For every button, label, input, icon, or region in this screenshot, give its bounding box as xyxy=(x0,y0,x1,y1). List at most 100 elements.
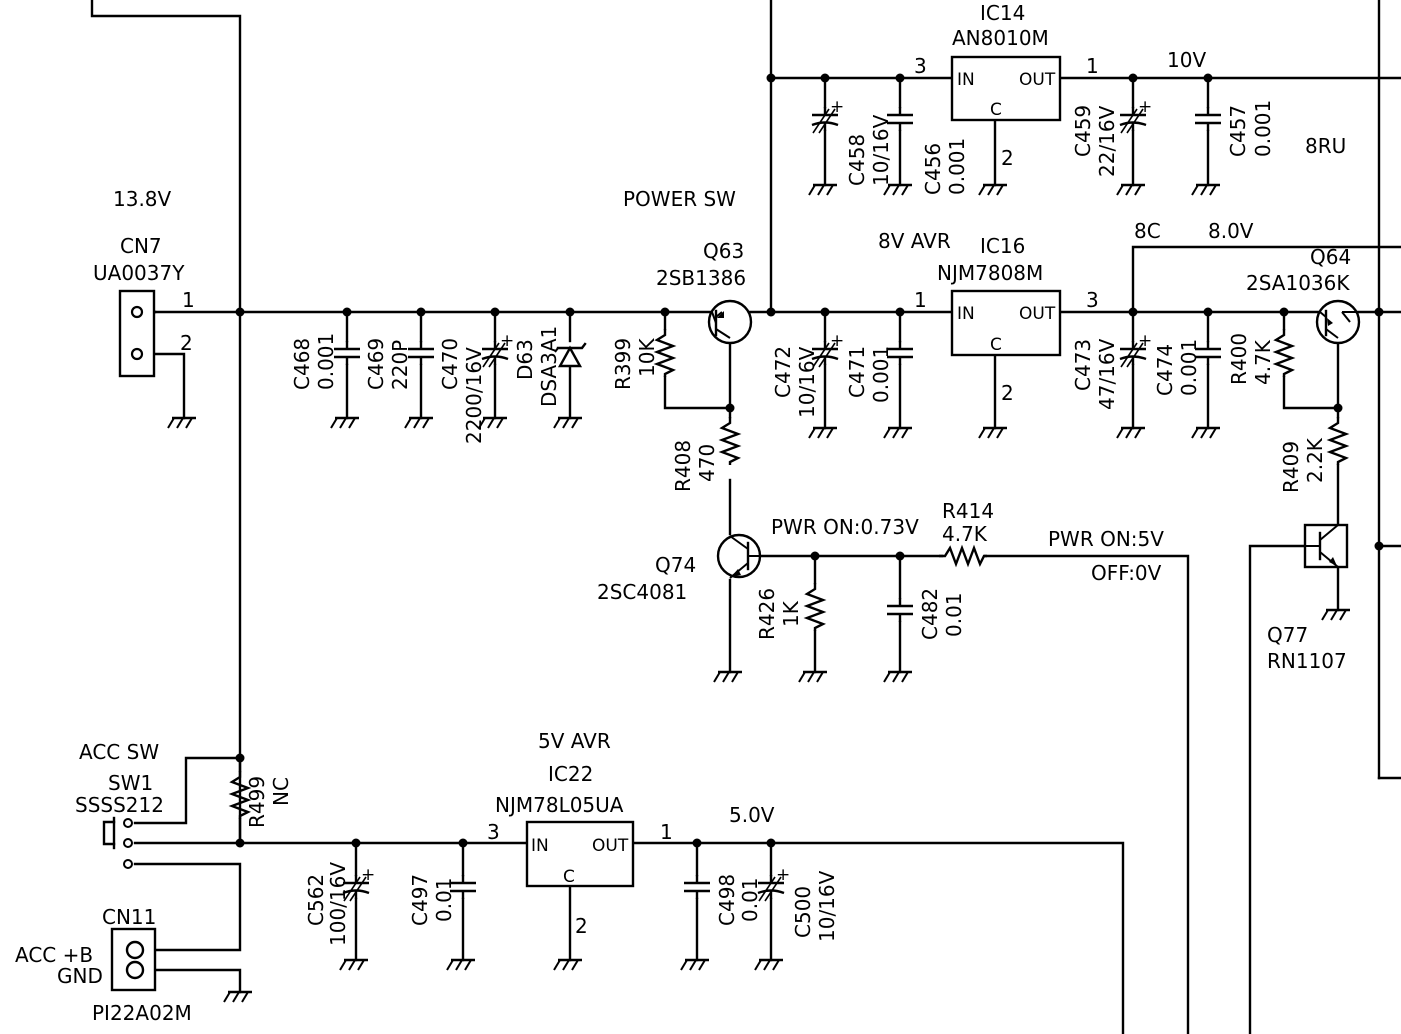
q77-part: RN1107 xyxy=(1267,649,1347,673)
q63-part: 2SB1386 xyxy=(656,266,746,290)
q74-label: Q74 xyxy=(655,553,696,577)
cn7-label: CN7 xyxy=(120,234,162,258)
q64-part: 2SA1036K xyxy=(1246,271,1350,295)
ic22-label: IC22 xyxy=(548,762,593,786)
c470-value: 2200/16V xyxy=(462,347,486,444)
switch-sw1-symbol xyxy=(123,818,133,869)
r499-value: NC xyxy=(269,777,293,806)
q63-label: Q63 xyxy=(703,239,744,263)
regulator-ic16-symbol xyxy=(950,289,1062,357)
c468-label: C468 xyxy=(290,338,314,390)
ic16-label: IC16 xyxy=(980,234,1025,258)
c497-value: 0.01 xyxy=(432,877,456,922)
transistor-q63-symbol xyxy=(707,299,753,345)
r400-value: 4.7K xyxy=(1251,339,1275,385)
ic14-part: AN8010M xyxy=(952,26,1049,50)
c482-label: C482 xyxy=(918,588,942,640)
c472-label: C472 xyxy=(771,346,795,398)
c458-label: C458 xyxy=(845,134,869,186)
c562-plus: + xyxy=(361,865,375,885)
c456-value: 0.001 xyxy=(945,138,969,195)
rail-8ru: 8RU xyxy=(1305,134,1346,158)
rail-8v: 8.0V xyxy=(1208,219,1254,243)
ic16-pin2: 2 xyxy=(1001,381,1014,405)
cn7-pin1: 1 xyxy=(182,288,195,312)
c474-label: C474 xyxy=(1153,344,1177,396)
ic14-pin2: 2 xyxy=(1001,146,1014,170)
ic14-pin3: 3 xyxy=(914,54,927,78)
r414-value: 4.7K xyxy=(942,522,988,546)
resistor-symbols xyxy=(230,327,1348,821)
avr8-label: 8V AVR xyxy=(878,229,951,253)
gnd-label: GND xyxy=(57,964,103,988)
avr5-label: 5V AVR xyxy=(538,729,611,753)
c459-label: C459 xyxy=(1071,105,1095,157)
cn7-pin2: 2 xyxy=(180,331,193,355)
rotated-labels: C458 10/16V C456 0.001 C459 22/16V C457 … xyxy=(245,100,1327,946)
ic22-in: IN xyxy=(531,836,549,856)
transistor-q64-symbol xyxy=(1315,299,1361,345)
c469-value: 220P xyxy=(388,340,412,390)
c473-value: 47/16V xyxy=(1095,338,1119,410)
ic16-out: OUT xyxy=(1019,304,1056,324)
ic14-pin1: 1 xyxy=(1086,54,1099,78)
connector-cn11-symbol xyxy=(110,927,157,992)
transistor-q77-symbol xyxy=(1303,523,1349,569)
ic16-pin1: 1 xyxy=(914,288,927,312)
ic14-in: IN xyxy=(957,70,975,90)
c473-plus: + xyxy=(1138,331,1152,351)
ic14-label: IC14 xyxy=(980,1,1025,25)
c498-value: 0.01 xyxy=(738,877,762,922)
c457-label: C457 xyxy=(1226,105,1250,157)
r414-label: R414 xyxy=(942,499,994,523)
ic22-pin3: 3 xyxy=(487,820,500,844)
c474-value: 0.001 xyxy=(1177,339,1201,396)
ic22-pin1: 1 xyxy=(660,820,673,844)
ic22-pin2: 2 xyxy=(575,914,588,938)
c468-value: 0.001 xyxy=(314,333,338,390)
connector-cn7-symbol xyxy=(118,289,156,378)
c459-value: 22/16V xyxy=(1095,105,1119,177)
ic14-out: OUT xyxy=(1019,70,1056,90)
d63-label: D63 xyxy=(513,339,537,380)
c470-plus: + xyxy=(500,331,514,351)
diode-d63-symbol xyxy=(554,342,587,368)
cn7-part: UA0037Y xyxy=(93,261,185,285)
cn11-part: PI22A02M xyxy=(92,1001,192,1025)
capacitor-symbols xyxy=(332,105,1223,903)
rail-10v: 10V xyxy=(1167,48,1206,72)
c498-label: C498 xyxy=(715,874,739,926)
c497-label: C497 xyxy=(408,874,432,926)
regulator-ic22-symbol xyxy=(525,820,635,888)
cn11-label: CN11 xyxy=(102,905,156,929)
c500-label: C500 xyxy=(791,886,815,938)
pwr-on-5v-label: PWR ON:5V xyxy=(1048,527,1164,551)
q77-label: Q77 xyxy=(1267,623,1308,647)
c458-value: 10/16V xyxy=(869,114,893,186)
r400-label: R400 xyxy=(1227,333,1251,385)
pwr-on-073-label: PWR ON:0.73V xyxy=(771,515,919,539)
c500-plus: + xyxy=(776,865,790,885)
acc-sw-label: ACC SW xyxy=(79,740,159,764)
ic22-out: OUT xyxy=(592,836,629,856)
sw1-part: SSSS212 xyxy=(75,793,164,817)
regulator-ic14-symbol xyxy=(950,55,1062,122)
r409-value: 2.2K xyxy=(1303,437,1327,483)
transistor-q74-symbol xyxy=(716,533,762,579)
c562-value: 100/16V xyxy=(326,862,350,946)
c562-label: C562 xyxy=(304,874,328,926)
rail-8c: 8C xyxy=(1134,219,1161,243)
off-0v-label: OFF:0V xyxy=(1091,561,1162,585)
c471-label: C471 xyxy=(845,346,869,398)
c458-plus: + xyxy=(830,97,844,117)
q74-part: 2SC4081 xyxy=(597,580,687,604)
c470-label: C470 xyxy=(438,338,462,390)
ic16-c: C xyxy=(990,335,1002,355)
wires xyxy=(90,0,1401,1034)
c469-label: C469 xyxy=(364,338,388,390)
c471-value: 0.001 xyxy=(869,346,893,403)
r426-label: R426 xyxy=(755,588,779,640)
d63-value: DSA3A1 xyxy=(537,326,561,407)
